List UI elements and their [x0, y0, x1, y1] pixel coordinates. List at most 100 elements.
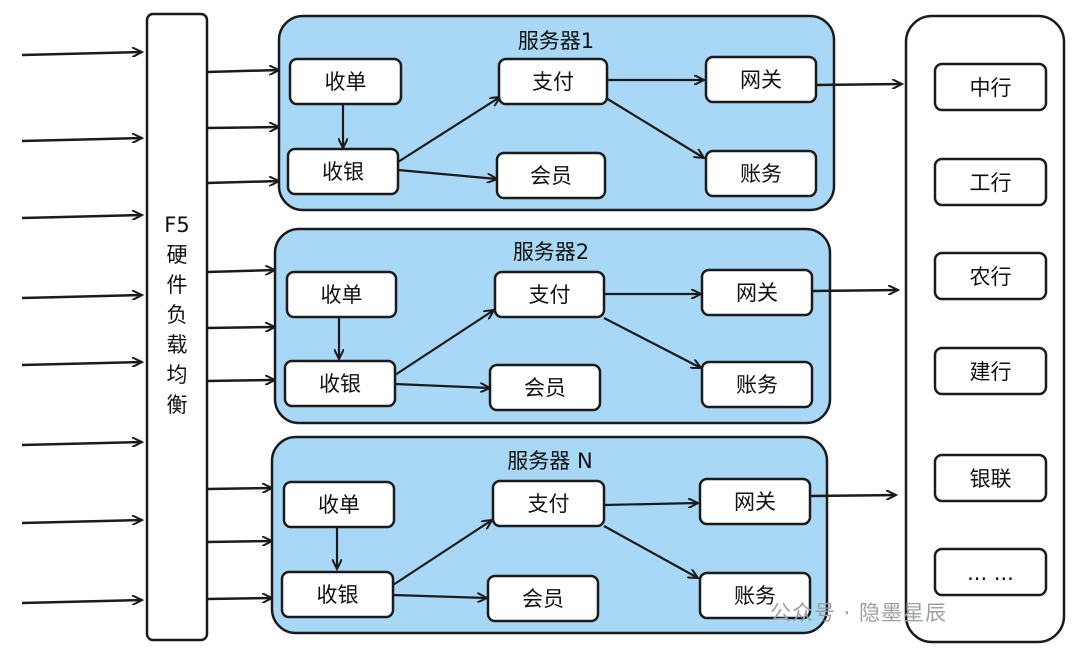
bank-box — [933, 346, 1048, 396]
module-label-shouyin: 收银 — [322, 160, 364, 184]
incoming-arrow — [21, 295, 142, 298]
module-label-zhifu: 支付 — [528, 492, 570, 516]
flow-arrow — [394, 384, 490, 388]
bank-label: ... ... — [967, 561, 1014, 585]
module-box-zhangwu — [698, 571, 812, 620]
server-box — [277, 14, 836, 212]
module-label-shoudan: 收单 — [321, 283, 363, 307]
module-label-zhangwu: 账务 — [734, 584, 776, 608]
flow-arrow — [394, 310, 494, 376]
incoming-arrow — [21, 520, 142, 523]
bank-label: 银联 — [970, 467, 1012, 491]
load-balancer-title: F5 — [164, 213, 190, 237]
gateway-to-banks-arrows — [809, 84, 902, 496]
server-1: 服务器1 收单 收银 支付 会员 网关 账务 — [277, 14, 836, 212]
flow-arrow — [605, 97, 704, 158]
module-box-huiyuan — [486, 574, 600, 623]
module-label-shouyin: 收银 — [317, 583, 359, 607]
server-title: 服务器1 — [518, 29, 594, 53]
module-label-shoudan: 收单 — [318, 493, 360, 517]
bank-box — [933, 453, 1048, 503]
module-box-huiyuan — [488, 363, 602, 412]
module-label-zhangwu: 账务 — [736, 373, 778, 397]
flow-arrow — [397, 97, 500, 163]
lb-server-arrow — [206, 181, 279, 183]
module-label-huiyuan: 会员 — [530, 164, 572, 188]
server-title: 服务器 N — [507, 449, 592, 473]
module-label-huiyuan: 会员 — [524, 376, 566, 400]
server-2: 服务器2 收单 收银 支付 会员 网关 账务 — [273, 227, 832, 425]
server-box — [270, 435, 829, 635]
lb-server-arrow — [206, 488, 272, 489]
module-label-wangguan: 网关 — [736, 281, 778, 305]
bank-label: 中行 — [970, 76, 1012, 100]
incoming-arrow — [21, 52, 142, 55]
incoming-arrow — [21, 442, 142, 445]
watermark: 公众号 · 隐墨星辰 — [770, 601, 948, 625]
module-box-zhifu — [493, 270, 606, 319]
lb-server-arrow — [206, 127, 279, 128]
module-box-zhifu — [491, 479, 606, 528]
load-balancer-char: 件 — [166, 273, 188, 297]
lb-to-server-arrows — [206, 70, 279, 599]
bank-box — [933, 547, 1048, 597]
incoming-arrow — [21, 138, 142, 141]
bank-label: 工行 — [970, 171, 1012, 195]
module-label-huiyuan: 会员 — [522, 587, 564, 611]
module-label-zhangwu: 账务 — [740, 162, 782, 186]
module-label-shouyin: 收银 — [319, 372, 361, 396]
flow-arrow — [603, 503, 698, 505]
module-box-huiyuan — [495, 151, 607, 200]
load-balancer-char: 载 — [166, 333, 188, 357]
lb-server-arrow — [206, 598, 272, 599]
module-box-zhifu — [497, 57, 609, 106]
module-label-wangguan: 网关 — [740, 68, 782, 92]
module-box-shouyin — [280, 570, 395, 619]
bank-label: 建行 — [970, 360, 1012, 384]
lb-server-arrow — [206, 270, 275, 272]
load-balancer-char: 负 — [166, 303, 188, 327]
module-label-zhifu: 支付 — [532, 70, 574, 94]
incoming-request-arrows — [21, 52, 142, 603]
module-box-zhangwu — [704, 149, 818, 198]
flow-arrow — [392, 595, 487, 598]
module-box-wangguan — [698, 477, 812, 526]
flow-arrow — [397, 168, 497, 179]
load-balancer-char: 均 — [166, 363, 188, 387]
bank-box — [933, 62, 1048, 112]
module-box-wangguan — [700, 268, 814, 317]
server-box — [273, 227, 832, 425]
load-balancer-char: 衡 — [166, 393, 188, 417]
module-box-shouyin — [283, 359, 397, 408]
module-box-shoudan — [288, 57, 403, 106]
module-label-zhifu: 支付 — [529, 283, 571, 307]
gateway-bank-arrow — [809, 495, 896, 496]
gateway-bank-arrow — [815, 84, 902, 85]
module-label-wangguan: 网关 — [734, 490, 776, 514]
flow-arrow — [603, 317, 701, 368]
bank-box — [933, 157, 1048, 207]
lb-server-arrow — [206, 380, 275, 381]
load-balancer-label: F5 硬 件 负 载 均 衡 — [147, 210, 207, 420]
module-box-shoudan — [285, 270, 398, 319]
lb-server-arrow — [206, 541, 272, 542]
lb-server-arrow — [206, 327, 275, 328]
module-box-shoudan — [282, 480, 396, 529]
module-box-wangguan — [704, 55, 818, 104]
server-title: 服务器2 — [513, 240, 589, 264]
flow-arrow — [392, 520, 492, 586]
bank-channels: 中行 工行 农行 建行 银联 ... ... — [904, 14, 1066, 644]
load-balancer-char: 硬 — [166, 243, 188, 267]
module-box-zhangwu — [700, 360, 814, 409]
bank-box — [933, 251, 1048, 301]
lb-server-arrow — [206, 70, 279, 72]
server-n: 服务器 N 收单 收银 支付 会员 网关 账务 — [270, 435, 829, 635]
module-box-shouyin — [286, 147, 400, 196]
module-label-shoudan: 收单 — [325, 70, 367, 94]
incoming-arrow — [21, 215, 142, 218]
gateway-bank-arrow — [811, 290, 898, 291]
flow-arrow — [603, 525, 698, 578]
bank-label: 农行 — [970, 265, 1012, 289]
incoming-arrow — [21, 362, 142, 365]
incoming-arrow — [21, 600, 142, 603]
